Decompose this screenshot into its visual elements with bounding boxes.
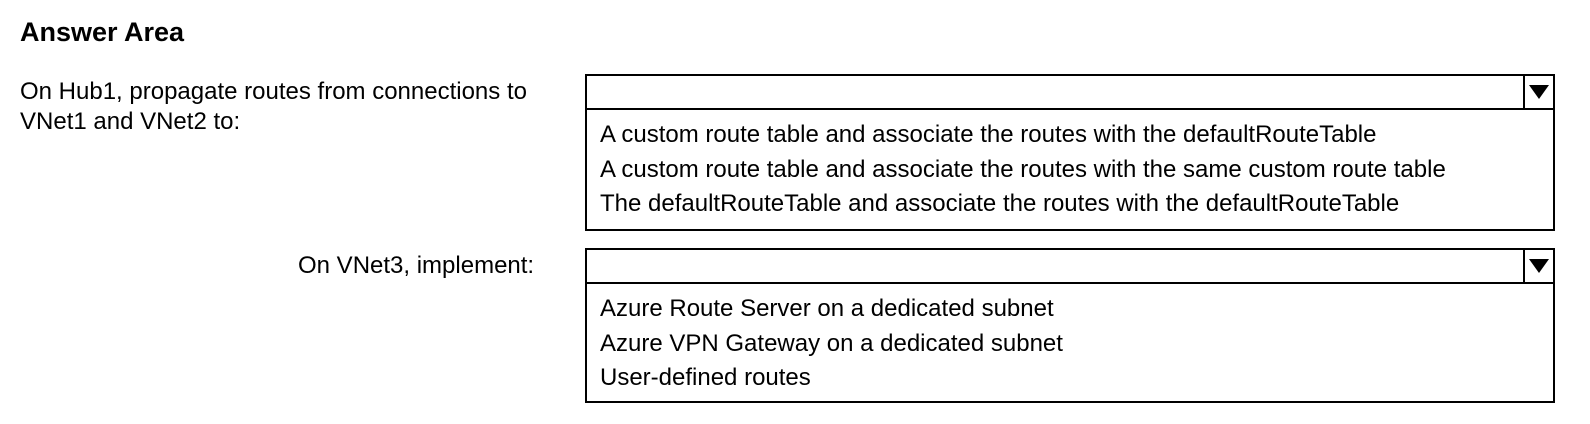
- question-2-dropdown[interactable]: Azure Route Server on a dedicated subnet…: [585, 248, 1555, 403]
- answer-area-title: Answer Area: [20, 17, 185, 47]
- question-2-options-list: Azure Route Server on a dedicated subnet…: [587, 284, 1553, 396]
- question-1-option-3[interactable]: The defaultRouteTable and associate the …: [600, 190, 1400, 217]
- triangle-down-icon: [1529, 259, 1549, 273]
- question-2-option-2[interactable]: Azure VPN Gateway on a dedicated subnet: [600, 329, 1063, 357]
- question-2-dropdown-toggle[interactable]: [1523, 250, 1553, 282]
- question-2-option-1[interactable]: Azure Route Server on a dedicated subnet: [600, 295, 1054, 322]
- question-2-option-3[interactable]: User-defined routes: [600, 364, 811, 391]
- question-1-dropdown-toggle[interactable]: [1523, 76, 1553, 108]
- question-1-dropdown[interactable]: A custom route table and associate the r…: [585, 74, 1555, 231]
- question-1-dropdown-selected[interactable]: [587, 76, 1553, 110]
- question-2-label: On VNet3, implement:: [298, 252, 535, 279]
- triangle-down-icon: [1529, 85, 1549, 99]
- question-1-option-1[interactable]: A custom route table and associate the r…: [600, 121, 1377, 148]
- question-1-label: On Hub1, propagate routes from connectio…: [20, 78, 527, 135]
- question-1-option-2[interactable]: A custom route table and associate the r…: [600, 155, 1446, 183]
- question-1-options-list: A custom route table and associate the r…: [587, 110, 1553, 222]
- question-2-dropdown-selected[interactable]: [587, 250, 1553, 284]
